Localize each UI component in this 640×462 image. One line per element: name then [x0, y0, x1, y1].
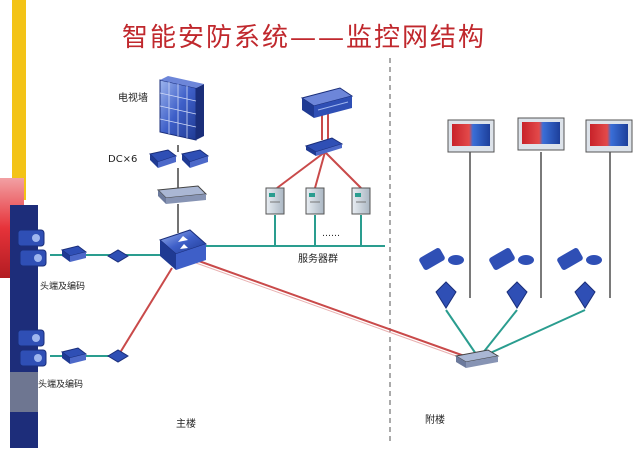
head-encode-label-1: 头端及编码	[40, 280, 85, 292]
main-building-label: 主楼	[176, 417, 196, 430]
core-switch	[159, 229, 207, 270]
server-rack	[300, 87, 354, 118]
servers	[265, 187, 371, 215]
left-decor-bands	[0, 0, 38, 448]
server-group-label: 服务器群	[298, 252, 338, 265]
head-encode-label-2: 头端及编码	[38, 378, 83, 390]
network-links	[50, 114, 611, 362]
annex-building-label: 附楼	[425, 413, 445, 426]
server-switch	[304, 137, 344, 156]
server-dots: ……	[322, 229, 340, 239]
head-end-2	[17, 329, 129, 367]
tv-wall-label: 电视墙	[118, 91, 148, 104]
tv-switch	[156, 185, 208, 204]
annex-switch	[454, 349, 500, 368]
dc-decoders	[149, 149, 210, 168]
head-end-1	[17, 229, 129, 267]
page-title: 智能安防系统——监控网结构	[122, 23, 486, 53]
tv-wall	[159, 76, 204, 141]
annex-cameras	[419, 248, 602, 309]
annex-monitors	[447, 117, 633, 153]
dc-label: DC×6	[108, 154, 137, 165]
